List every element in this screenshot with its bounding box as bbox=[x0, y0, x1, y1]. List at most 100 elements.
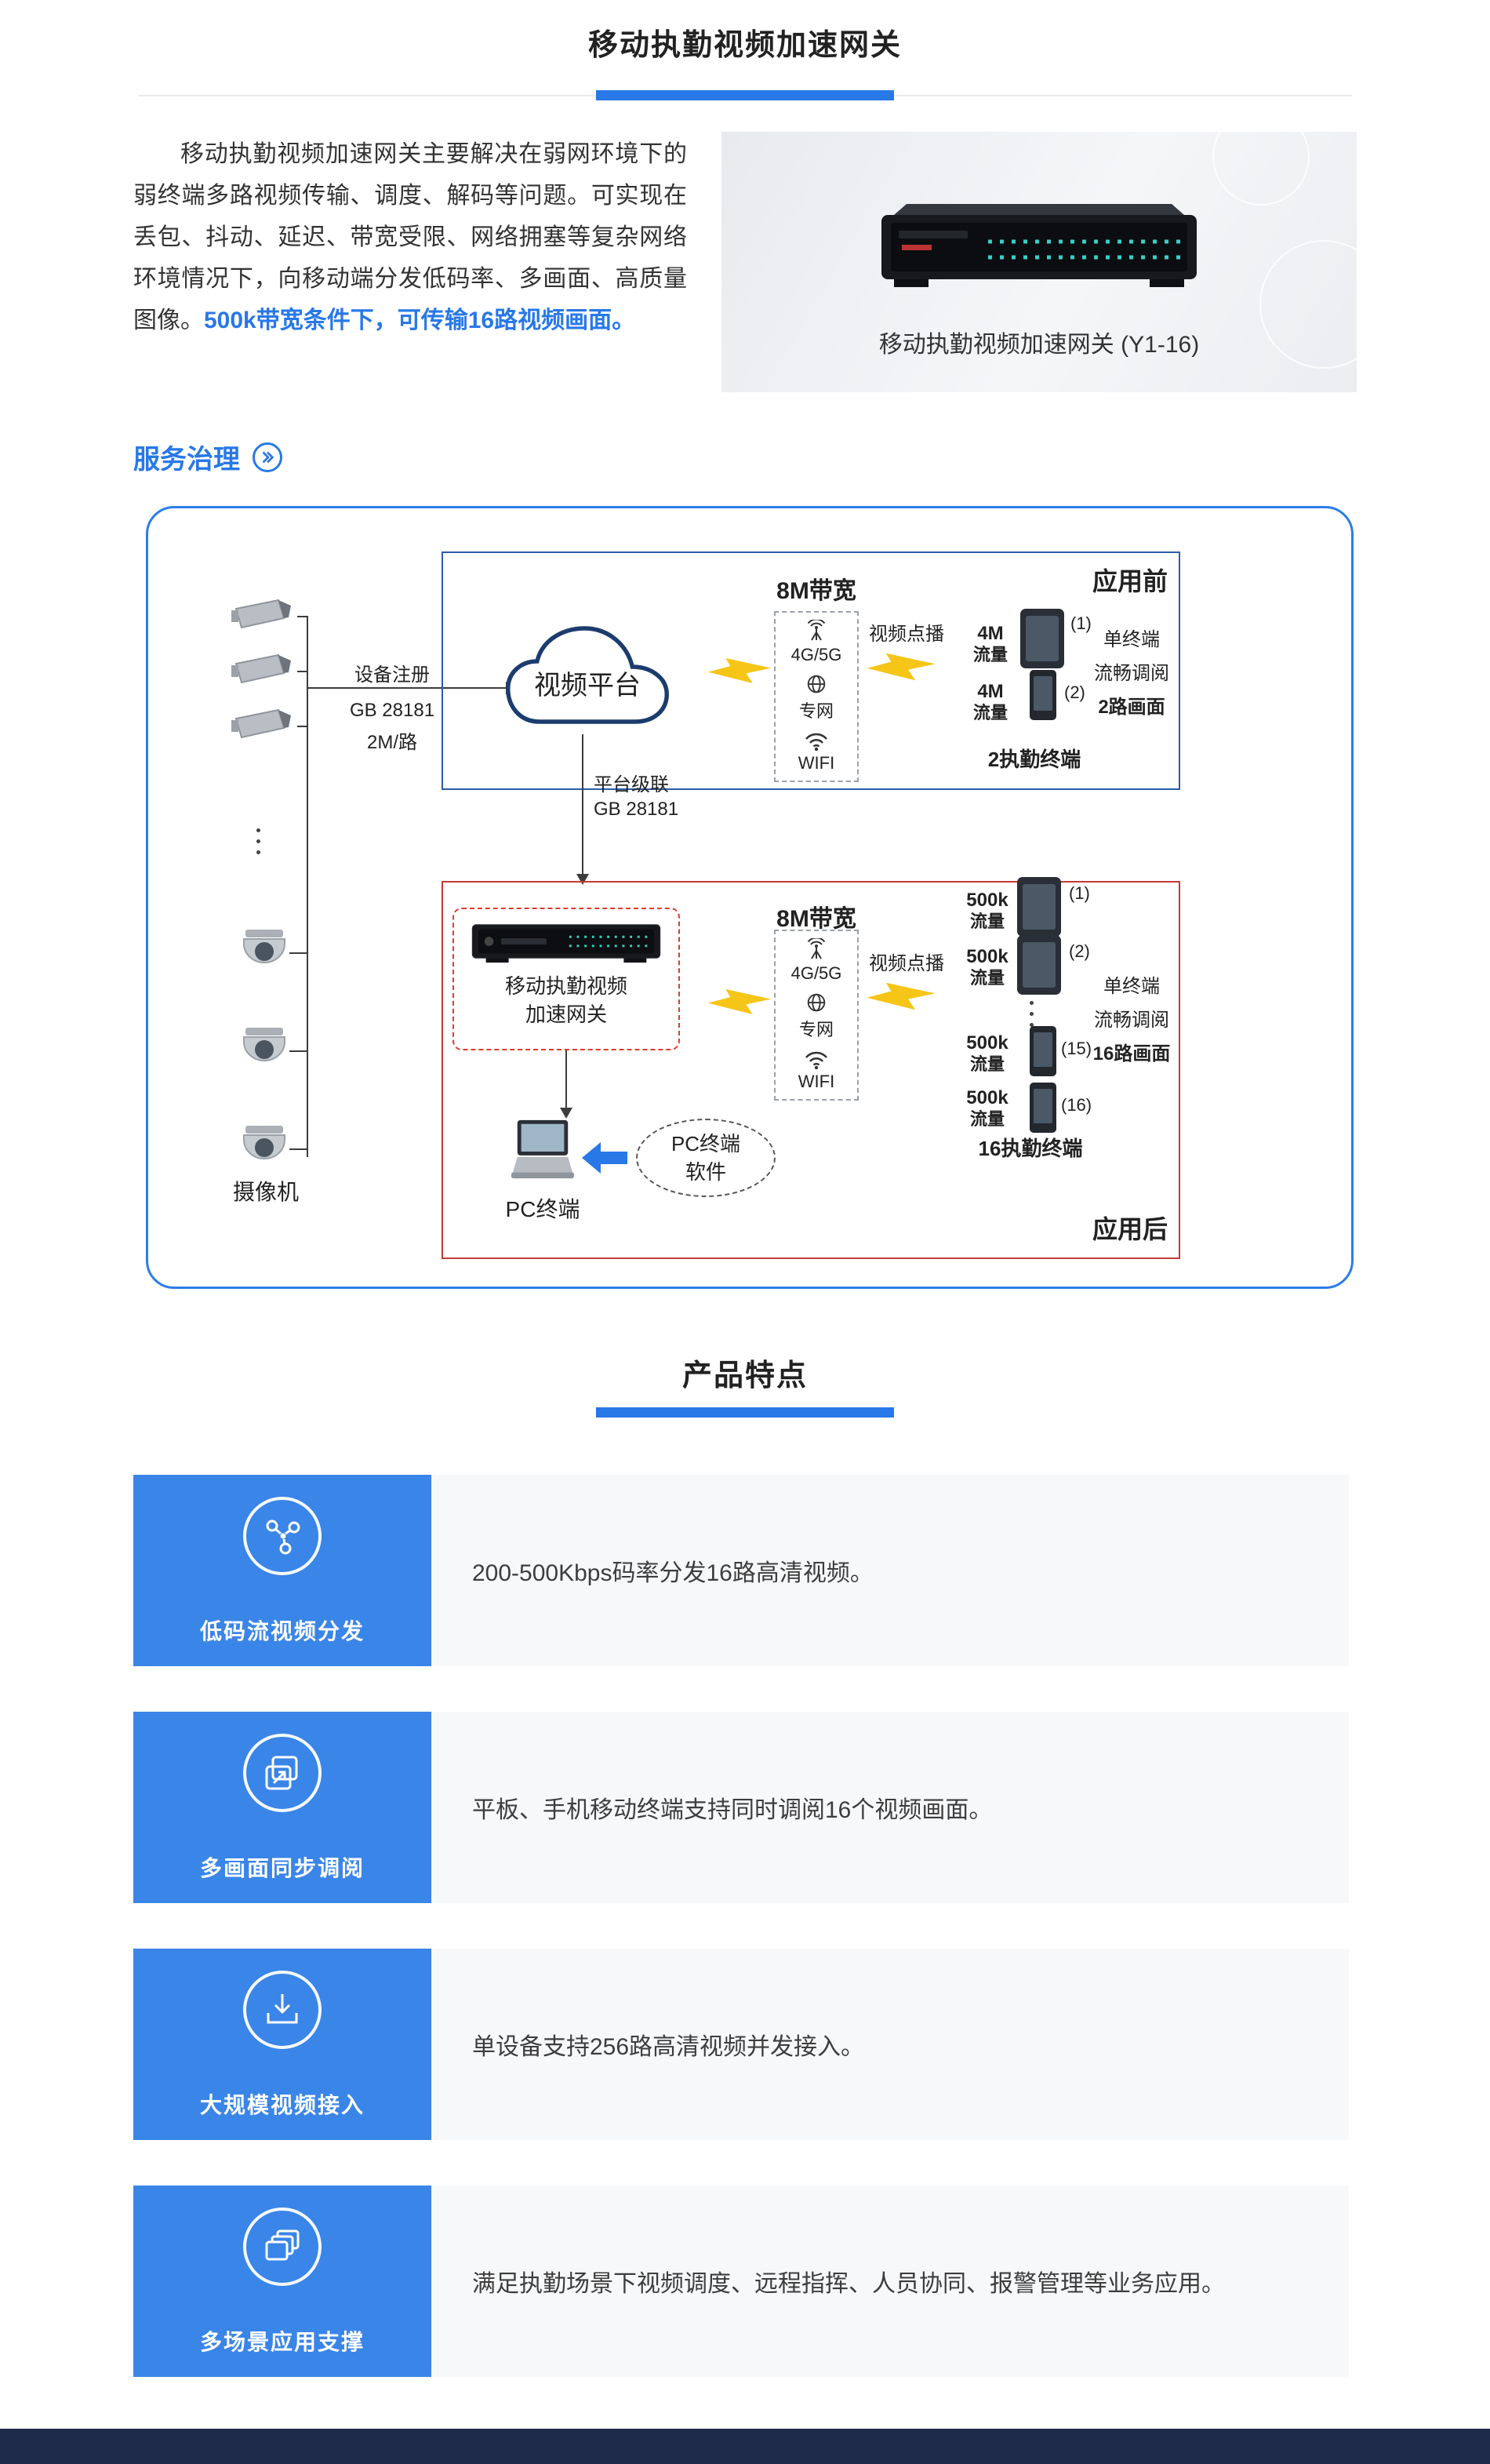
flow-badge: 500k 流量 bbox=[966, 890, 1008, 931]
lightning-bolt-icon bbox=[863, 651, 939, 686]
cascade-arrow-line bbox=[582, 734, 583, 877]
handheld-device-icon bbox=[1030, 1026, 1056, 1076]
gateway-device-image bbox=[870, 201, 1208, 299]
before-tag: 应用前 bbox=[1092, 567, 1168, 595]
gateway-device-small-image bbox=[471, 924, 661, 963]
after-result-text: 单终端 流畅调阅 16路画面 bbox=[1092, 976, 1171, 1065]
lightning-bolt-icon bbox=[707, 656, 772, 690]
duty-tablet-icon bbox=[1017, 935, 1061, 995]
duty-tablet-icon bbox=[1020, 609, 1064, 668]
feature-label: 低码流视频分发 bbox=[199, 1619, 365, 1643]
share-nodes-icon bbox=[243, 1497, 322, 1575]
ellipsis-cameras bbox=[256, 828, 260, 854]
lightning-bolt-icon bbox=[863, 981, 939, 1016]
connector-line bbox=[297, 726, 308, 727]
service-governance-link[interactable]: 服务治理 bbox=[133, 438, 282, 476]
after-tag: 应用后 bbox=[1092, 1215, 1168, 1243]
before-vod-label: 视频点播 bbox=[869, 624, 944, 645]
product-image-panel: 移动执勤视频加速网关 (Y1-16) bbox=[721, 132, 1357, 392]
pc-software-ellipse: PC终端 软件 bbox=[636, 1119, 776, 1197]
lightning-bolt-icon bbox=[707, 987, 772, 1021]
multi-screen-icon bbox=[243, 1734, 322, 1812]
page-title: 移动执勤视频加速网关 bbox=[587, 29, 902, 62]
feature-label: 多场景应用支撑 bbox=[199, 2330, 365, 2354]
feature-desc: 200-500Kbps码率分发16路高清视频。 bbox=[472, 1560, 874, 1586]
before-result-text: 单终端 流畅调阅 2路画面 bbox=[1094, 629, 1169, 718]
download-access-icon bbox=[243, 1971, 322, 2049]
wifi-icon: WIFI bbox=[798, 1048, 834, 1092]
box-camera-icon bbox=[230, 706, 297, 749]
feature-label: 大规模视频接入 bbox=[199, 2093, 365, 2117]
before-panel bbox=[442, 551, 1180, 790]
feature-desc: 平板、手机移动终端支持同时调阅16个视频画面。 bbox=[472, 1797, 993, 1823]
gateway-pc-arrowhead bbox=[560, 1108, 572, 1119]
feature-desc: 单设备支持256路高清视频并发接入。 bbox=[472, 2034, 865, 2060]
arrow-right-icon bbox=[253, 442, 282, 472]
feature-desc-box: 200-500Kbps码率分发16路高清视频。 bbox=[431, 1475, 1349, 1666]
flow-badge: 500k 流量 bbox=[966, 1032, 1008, 1074]
features-accent-bar bbox=[596, 1407, 894, 1418]
before-terminals-label: 2执勤终端 bbox=[987, 748, 1081, 771]
box-camera-icon bbox=[230, 651, 297, 694]
after-bandwidth: 8M带宽 bbox=[776, 906, 856, 932]
handheld-device-icon bbox=[1030, 670, 1056, 720]
network-mode-label: 专网 bbox=[798, 701, 834, 721]
laptop-icon bbox=[507, 1117, 578, 1188]
pc-terminal-label: PC终端 bbox=[505, 1197, 580, 1221]
device-index: (1) bbox=[1070, 613, 1092, 633]
feature-desc-box: 单设备支持256路高清视频并发接入。 bbox=[431, 1949, 1349, 2140]
dome-camera-icon bbox=[239, 1026, 289, 1079]
feature-row: 大规模视频接入 单设备支持256路高清视频并发接入。 bbox=[133, 1949, 1349, 2140]
antenna-icon: 4G/5G bbox=[790, 938, 842, 984]
device-index: (2) bbox=[1069, 941, 1090, 961]
duty-tablet-icon bbox=[1017, 877, 1061, 937]
feature-label: 多画面同步调阅 bbox=[199, 1856, 365, 1880]
antenna-icon: 4G/5G bbox=[790, 620, 842, 665]
device-index: (16) bbox=[1061, 1095, 1092, 1115]
cascade-label: 平台级联 bbox=[594, 774, 669, 795]
solution-diagram: 摄像机 设备注册 GB 28181 2M/路 应用前 8M带宽 视频平台 4 bbox=[146, 506, 1354, 1289]
network-modes-box: 4G/5G 专网 WIFI bbox=[774, 611, 859, 782]
network-mode-label: WIFI bbox=[798, 753, 835, 773]
network-mode-label: 专网 bbox=[798, 1020, 834, 1039]
connector-line bbox=[289, 952, 308, 954]
feature-desc-box: 满足执勤场景下视频调度、远程指挥、人员协同、报警管理等业务应用。 bbox=[431, 2186, 1349, 2377]
feature-row: 低码流视频分发 200-500Kbps码率分发16路高清视频。 bbox=[133, 1475, 1349, 1666]
register-label: 设备注册 bbox=[354, 664, 430, 686]
feature-icon-box: 多场景应用支撑 bbox=[133, 2186, 431, 2377]
private-network-icon: 专网 bbox=[799, 672, 834, 722]
device-index: (15) bbox=[1061, 1039, 1092, 1058]
dome-camera-icon bbox=[239, 1124, 289, 1177]
network-mode-label: 4G/5G bbox=[790, 963, 842, 983]
flow-badge: 4M 流量 bbox=[972, 623, 1008, 664]
connector-line bbox=[289, 1148, 308, 1150]
title-accent-bar bbox=[596, 90, 894, 100]
flow-badge: 4M 流量 bbox=[972, 681, 1008, 722]
feature-row: 多场景应用支撑 满足执勤场景下视频调度、远程指挥、人员协同、报警管理等业务应用。 bbox=[133, 2186, 1349, 2377]
network-mode-label: 4G/5G bbox=[790, 645, 842, 664]
camera-bus-line bbox=[307, 616, 308, 1157]
feature-icon-box: 大规模视频接入 bbox=[133, 1949, 431, 2140]
gateway-unit-label: 移动执勤视频 加速网关 bbox=[504, 974, 627, 1026]
network-modes-box: 4G/5G 专网 WIFI bbox=[774, 930, 859, 1101]
register-protocol: GB 28181 bbox=[349, 700, 435, 721]
private-network-icon: 专网 bbox=[799, 991, 834, 1041]
feature-desc-box: 平板、手机移动终端支持同时调阅16个视频画面。 bbox=[431, 1712, 1349, 1903]
device-index: (2) bbox=[1064, 682, 1085, 702]
gateway-pc-arrow-line bbox=[565, 1050, 567, 1112]
intro-paragraph: 移动执勤视频加速网关主要解决在弱网环境下的弱终端多路视频传输、调度、解码等问题。… bbox=[133, 133, 687, 341]
dome-camera-icon bbox=[239, 928, 289, 981]
network-mode-label: WIFI bbox=[798, 1072, 835, 1091]
feature-icon-box: 多画面同步调阅 bbox=[133, 1712, 431, 1903]
intro-text-normal: 移动执勤视频加速网关主要解决在弱网环境下的弱终端多路视频传输、调度、解码等问题。… bbox=[133, 141, 687, 333]
cameras-label: 摄像机 bbox=[232, 1180, 299, 1204]
cascade-protocol: GB 28181 bbox=[594, 799, 679, 820]
flow-badge: 500k 流量 bbox=[966, 1087, 1008, 1129]
intro-text-highlight: 500k带宽条件下，可传输16路视频画面。 bbox=[204, 308, 636, 333]
video-platform-cloud: 视频平台 bbox=[503, 623, 672, 733]
connector-line bbox=[289, 1050, 308, 1052]
footer-bar bbox=[0, 2429, 1490, 2464]
register-bitrate: 2M/路 bbox=[366, 732, 417, 753]
ellipsis-devices bbox=[1030, 1001, 1034, 1027]
